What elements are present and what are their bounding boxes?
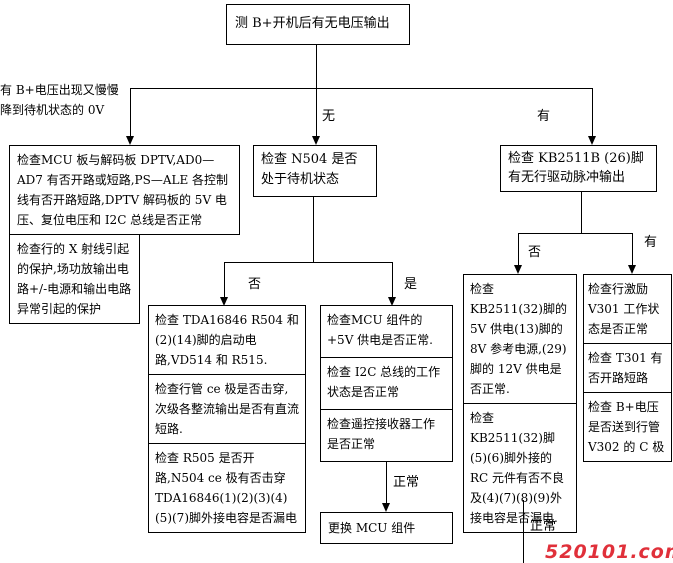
check-line-tube-box: 检查行管 ce 极是否击穿,次级各整流输出是否有直流短路. [149, 374, 305, 443]
check-mcu-5v-box: 检查MCU 组件的+5V 供电是否正常. [321, 306, 452, 357]
arrow-head [220, 297, 228, 306]
arrow-head [126, 136, 134, 145]
box-text: 更换 MCU 组件 [328, 521, 416, 535]
box-text: 检查MCU 组件的+5V 供电是否正常. [327, 313, 433, 347]
connector [632, 233, 633, 266]
box-text: 检查 KB2511(32)脚(5)(6)脚外接的 RC 元件有否不良及(4)(7… [470, 411, 565, 525]
box-text: 检查MCU 板与解码板 DPTV,AD0—AD7 有否开路或短路,PS—ALE … [17, 153, 229, 227]
check-tda16846-box: 检查 TDA16846 R504 和(2)(14)脚的启动电路,VD514 和 … [149, 306, 305, 374]
connector [523, 500, 524, 563]
connector [313, 197, 314, 262]
box-text: 检查遥控接收器工作是否正常 [327, 417, 436, 451]
check-kb2511b-box: 检查 KB2511B (26)脚有无行驱动脉冲输出 [500, 145, 657, 192]
branch-label-no: 否 [528, 245, 542, 260]
check-v301-box: 检查行激励 V301 工作状态是否正常 [584, 275, 671, 343]
check-kb2511-rc-box: 检查 KB2511(32)脚(5)(6)脚外接的 RC 元件有否不良及(4)(7… [464, 403, 576, 532]
kb-no-group: 检查 KB2511(32)脚的 5V 供电(13)脚的 8V 参考电源,(29)… [463, 274, 577, 533]
branch-label-left: 有 B+电压出现又慢慢降到待机状态的 0V [0, 83, 119, 117]
branch-label-none: 无 [322, 109, 336, 124]
branch-label-ok: 正常 [393, 475, 420, 490]
connector [130, 88, 131, 137]
connector [392, 262, 393, 298]
check-kb2511-supply-box: 检查 KB2511(32)脚的 5V 供电(13)脚的 8V 参考电源,(29)… [464, 275, 576, 403]
branch-label-ok: 正常 [530, 519, 557, 534]
box-text: 检查 I2C 总线的工作状态是否正常 [327, 365, 441, 399]
connector [130, 88, 593, 89]
box-text: 检查 N504 是否处于待机状态 [261, 152, 358, 187]
check-mcu-decoder-box: 检查MCU 板与解码板 DPTV,AD0—AD7 有否开路或短路,PS—ALE … [9, 145, 240, 235]
connector [518, 233, 519, 266]
root-text: 测 B+开机后有无电压输出 [235, 16, 390, 31]
box-text: 检查 TDA16846 R504 和(2)(14)脚的启动电路,VD514 和 … [155, 313, 299, 367]
connector [316, 88, 317, 137]
box-text: 检查 KB2511(32)脚的 5V 供电(13)脚的 8V 参考电源,(29)… [470, 282, 567, 396]
branch-label-yes: 有 [537, 109, 551, 124]
connector [581, 191, 582, 233]
check-b-plus-box: 检查 B+电压是否送到行管 V302 的 C 极 [584, 392, 671, 461]
arrow-head [312, 136, 320, 145]
left-column: 检查MCU 板与解码板 DPTV,AD0—AD7 有否开路或短路,PS—ALE … [9, 145, 240, 324]
connector [386, 462, 387, 504]
arrow-head [628, 265, 636, 274]
check-r505-box: 检查 R505 是否开路,N504 ce 极有否击穿 TDA16846(1)(2… [149, 443, 305, 532]
box-text: 检查 R505 是否开路,N504 ce 极有否击穿 TDA16846(1)(2… [155, 451, 297, 525]
branch-label-no: 否 [248, 277, 262, 292]
box-text: 检查 KB2511B (26)脚有无行驱动脉冲输出 [508, 151, 644, 185]
kb-yes-group: 检查行激励 V301 工作状态是否正常 检查 T301 有否开路短路 检查 B+… [583, 274, 672, 462]
n504-no-group: 检查 TDA16846 R504 和(2)(14)脚的启动电路,VD514 和 … [148, 305, 306, 533]
connector [518, 233, 632, 234]
connector [224, 262, 225, 298]
arrow-head [382, 503, 390, 512]
check-n504-box: 检查 N504 是否处于待机状态 [253, 145, 377, 197]
arrow-head [588, 136, 596, 145]
box-text: 检查行激励 V301 工作状态是否正常 [588, 282, 660, 336]
check-remote-receiver-box: 检查遥控接收器工作是否正常 [321, 409, 452, 461]
root-box: 测 B+开机后有无电压输出 [226, 4, 410, 45]
box-text: 检查行的 X 射线引起的保护,场功放输出电路+/-电源和输出电路异常引起的保护 [17, 242, 132, 316]
replace-mcu-box: 更换 MCU 组件 [320, 512, 453, 544]
connector [224, 262, 393, 263]
arrow-head [388, 297, 396, 306]
box-text: 检查 B+电压是否送到行管 V302 的 C 极 [588, 400, 665, 454]
check-xray-protection-box: 检查行的 X 射线引起的保护,场功放输出电路+/-电源和输出电路异常引起的保护 [9, 234, 140, 324]
branch-label-yes: 有 [644, 235, 658, 250]
check-t301-box: 检查 T301 有否开路短路 [584, 343, 671, 392]
check-i2c-box: 检查 I2C 总线的工作状态是否正常 [321, 357, 452, 409]
n504-yes-group: 检查MCU 组件的+5V 供电是否正常. 检查 I2C 总线的工作状态是否正常 … [320, 305, 453, 462]
watermark-logo: 520101.com [545, 541, 673, 563]
box-text: 检查行管 ce 极是否击穿,次级各整流输出是否有直流短路. [155, 382, 300, 436]
branch-label-yes: 是 [404, 277, 418, 292]
box-text: 检查 T301 有否开路短路 [588, 351, 663, 385]
arrow-head [514, 265, 522, 274]
connector [316, 45, 317, 88]
connector [592, 88, 593, 137]
